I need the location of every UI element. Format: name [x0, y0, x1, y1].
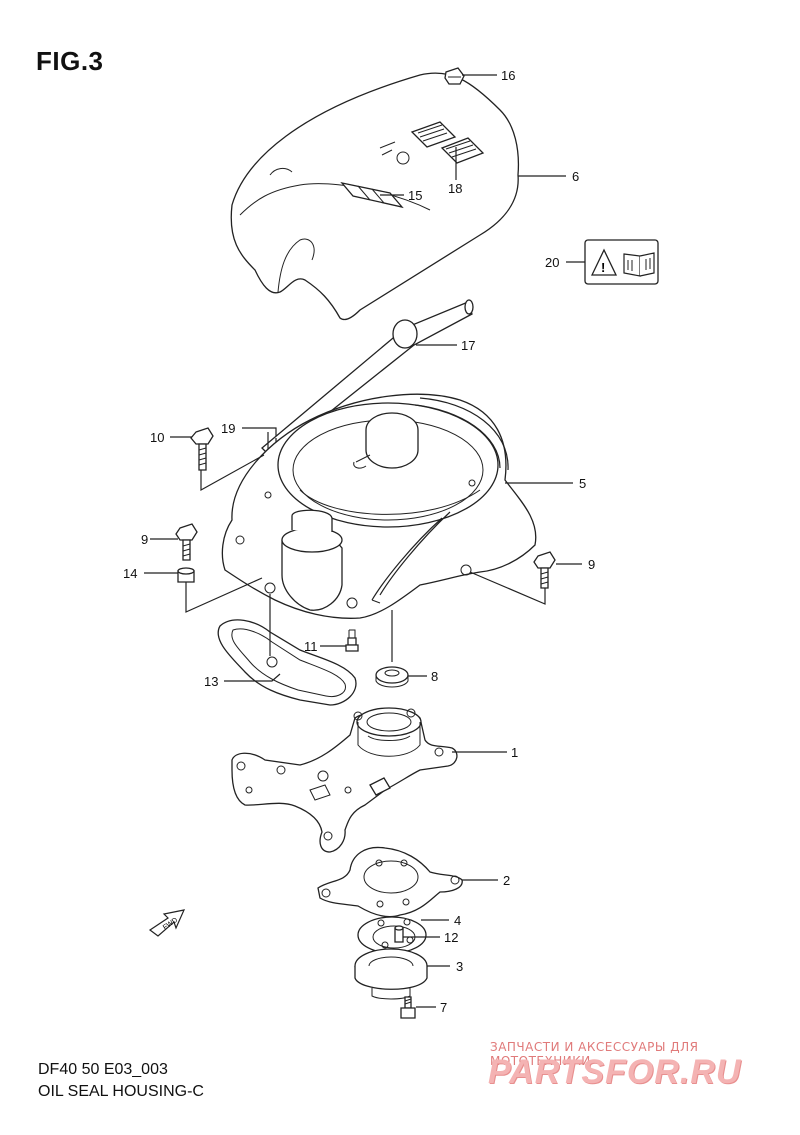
bolt-part-9-left[interactable]: [175, 523, 198, 561]
watermark-logo: PARTSFOR.RU: [488, 1053, 742, 1091]
seal-case-part-3[interactable]: [354, 948, 428, 1000]
plate-part-4[interactable]: [357, 916, 427, 954]
caution-label-part-20[interactable]: !: [584, 239, 659, 285]
bolt-part-9-right[interactable]: [533, 551, 556, 589]
callout-11: 11: [304, 639, 318, 654]
leader-lines: [144, 74, 585, 1008]
callout-8: 8: [431, 669, 438, 684]
callout-9-right: 9: [588, 557, 595, 572]
oil-seal-housing-part-1[interactable]: [231, 707, 458, 853]
vent-plate-part-18[interactable]: [410, 121, 485, 164]
callout-4: 4: [454, 913, 461, 928]
gasket-part-13[interactable]: [217, 619, 357, 706]
grommet-part-16[interactable]: [444, 67, 465, 85]
callout-10: 10: [150, 430, 164, 445]
callout-12: 12: [444, 930, 458, 945]
callout-9-left: 9: [141, 532, 148, 547]
bolt-part-7[interactable]: [400, 996, 416, 1019]
washer-part-8[interactable]: [375, 666, 409, 688]
figure-code: DF40 50 E03_003: [38, 1061, 168, 1078]
callout-7: 7: [440, 1000, 447, 1015]
callout-13: 13: [204, 674, 218, 689]
svg-text:!: !: [601, 260, 605, 275]
top-cover-part-6[interactable]: [230, 72, 520, 321]
bolt-part-10[interactable]: [190, 427, 214, 471]
fwd-label: FWD: [162, 917, 179, 932]
callout-15: 15: [408, 188, 422, 203]
label-part-15[interactable]: [340, 181, 404, 209]
callout-19: 19: [221, 421, 235, 436]
callout-5: 5: [579, 476, 586, 491]
callout-20: 20: [545, 255, 559, 270]
callout-2: 2: [503, 873, 510, 888]
callout-3: 3: [456, 959, 463, 974]
callout-6: 6: [572, 169, 579, 184]
screw-part-11[interactable]: [345, 629, 359, 652]
fwd-direction-marker: FWD: [148, 909, 186, 937]
callout-numbers: 16 6 18 15 20 17 19 10 5 9 9 14 11 8 13 …: [123, 68, 595, 1015]
callout-16: 16: [501, 68, 515, 83]
watermark-tagline: ЗАПЧАСТИ И АКСЕССУАРЫ ДЛЯ МОТОТЕХНИКИ: [490, 1040, 699, 1068]
callout-14: 14: [123, 566, 137, 581]
gasket-part-2[interactable]: [317, 846, 463, 918]
pin-part-12[interactable]: [394, 925, 404, 943]
figure-name: OIL SEAL HOUSING-C: [38, 1083, 204, 1100]
figure-title: FIG.3: [36, 46, 104, 76]
collar-part-14[interactable]: [177, 567, 195, 583]
callout-17: 17: [461, 338, 475, 353]
callout-18: 18: [448, 181, 462, 196]
callout-1: 1: [511, 745, 518, 760]
housing-part-5[interactable]: [221, 393, 537, 619]
